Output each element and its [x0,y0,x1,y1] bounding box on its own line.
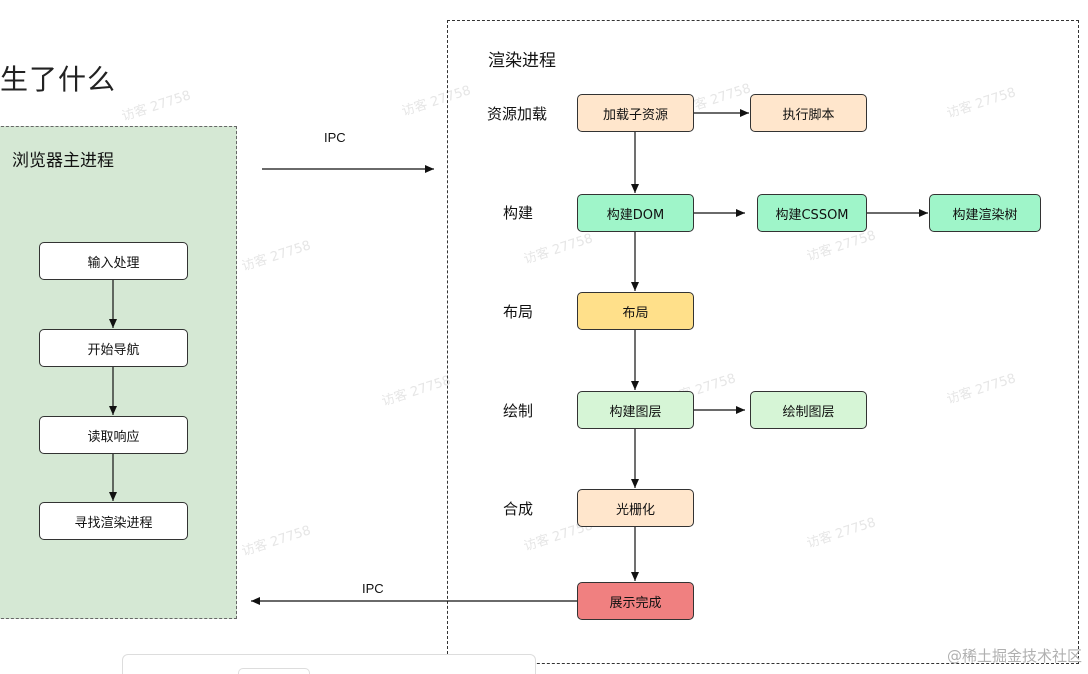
stage-label-layout: 布局 [503,303,534,321]
node-load-subresources: 加载子资源 [577,94,694,132]
step-input-processing: 输入处理 [39,242,188,280]
step-find-renderer: 寻找渲染进程 [39,502,188,540]
ipc-forward-label: IPC [324,130,346,145]
stage-label-build: 构建 [503,204,534,222]
stage-label-composite: 合成 [503,500,534,518]
node-build-cssom: 构建CSSOM [757,194,867,232]
node-layout: 布局 [577,292,694,330]
step-read-response: 读取响应 [39,416,188,454]
ipc-back-label: IPC [362,581,384,596]
node-build-layers: 构建图层 [577,391,694,429]
page-heading: 生了什么 [0,63,117,96]
step-start-navigation: 开始导航 [39,329,188,367]
node-execute-script: 执行脚本 [750,94,867,132]
browser-process-title: 浏览器主进程 [12,151,114,171]
renderer-process-title: 渲染进程 [488,51,556,71]
stage-label-paint: 绘制 [503,402,534,420]
renderer-process-panel [447,20,1079,664]
node-rasterize: 光栅化 [577,489,694,527]
bottom-card [122,654,536,674]
node-build-render-tree: 构建渲染树 [929,194,1041,232]
bottom-card-inner [238,668,310,674]
node-paint-layers: 绘制图层 [750,391,867,429]
node-display-done: 展示完成 [577,582,694,620]
node-build-dom: 构建DOM [577,194,694,232]
corner-watermark: @稀土掘金技术社区 [946,647,1082,665]
stage-label-resources: 资源加载 [487,105,548,123]
